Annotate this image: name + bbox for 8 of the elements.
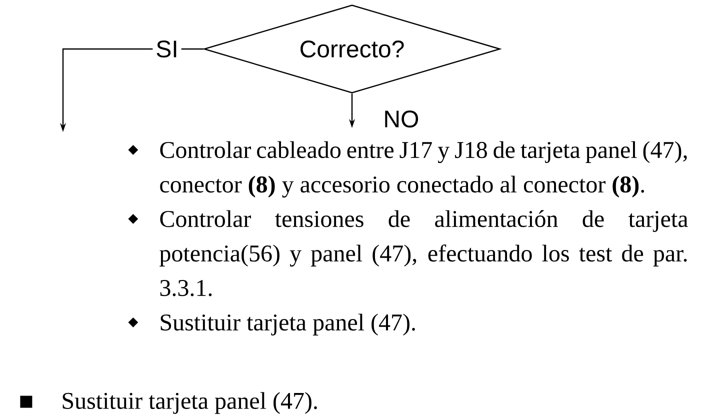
bullet-item: Controlar tensiones de alimentación de tarjeta potencia(56) y panel (47), efectuando los test de par. 3.3.1. <box>160 210 688 296</box>
edge-label: SI <box>152 38 182 60</box>
bullet-item: Controlar cableado entre J17 y J18 de tarjeta panel (47), conector (8) y accesorio conectado al conector (8). <box>160 141 687 198</box>
bullet-list <box>128 141 688 336</box>
decision-text: Correcto? <box>300 40 404 58</box>
edge-label: NO <box>380 108 422 130</box>
bullet-item: Sustituir tarjeta panel (47). <box>62 392 317 414</box>
bullet-item: Sustituir tarjeta panel (47). <box>160 314 415 336</box>
